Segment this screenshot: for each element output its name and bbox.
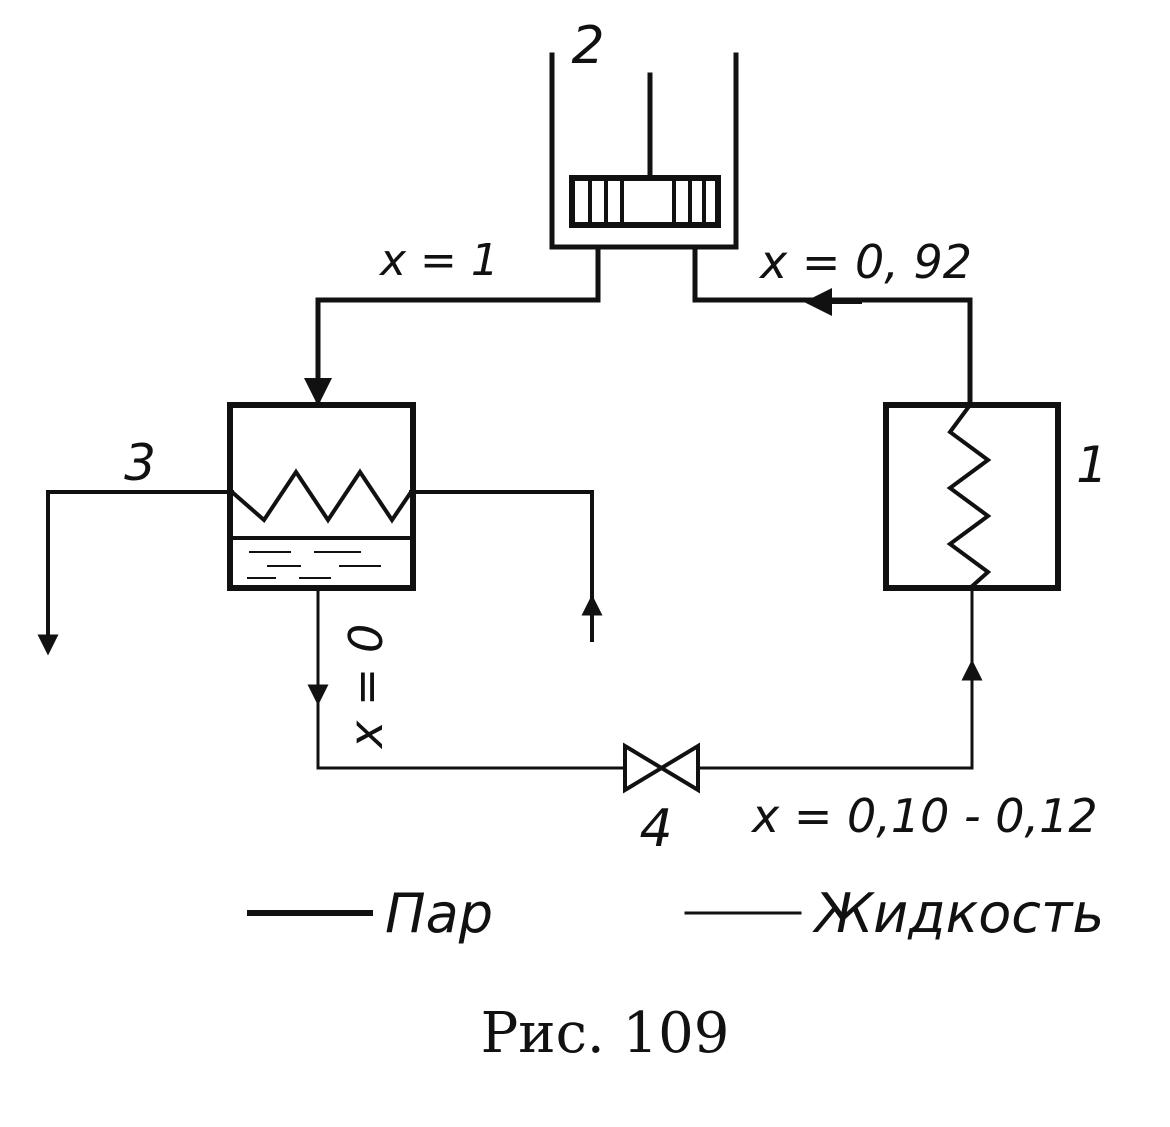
- condenser-vessel: [227, 402, 416, 591]
- cooling-water-inlet: [409, 490, 594, 642]
- condenser-number-label: 3: [124, 434, 156, 492]
- vapor-line-to-turbine: [692, 297, 973, 408]
- rotor-blades: [588, 180, 706, 223]
- boiler-coil: [946, 402, 992, 591]
- throttle-valve: [623, 742, 700, 794]
- quality-label-valve-out: x = 0,10 - 0,12: [750, 789, 1098, 843]
- boiler: [883, 402, 1061, 591]
- turbine-number-label: 2: [571, 16, 604, 76]
- turbine-cylinder: [549, 52, 739, 250]
- vapor-line-to-condenser: [315, 297, 601, 408]
- liquid-hatching: [247, 551, 381, 579]
- turbine: [549, 52, 739, 303]
- legend-vapor-label: Пар: [385, 882, 493, 945]
- condenser: [227, 402, 416, 591]
- quality-label-turbine-out: x = 1: [378, 235, 499, 286]
- liquid-line-condenser-to-valve: [316, 586, 627, 770]
- figure-caption: Рис. 109: [481, 1001, 730, 1066]
- turbine-rotor: [569, 175, 721, 228]
- condenser-coil: [229, 468, 414, 524]
- cooling-water-outlet: [46, 490, 234, 642]
- quality-label-condenser-out: x = 0: [339, 624, 393, 750]
- quality-label-turbine-in: x = 0, 92: [758, 235, 972, 289]
- legend-liquid-label: Жидкость: [812, 882, 1104, 945]
- boiler-number-label: 1: [1076, 436, 1108, 494]
- valve-number-label: 4: [639, 799, 672, 859]
- liquid-line-valve-to-boiler: [696, 586, 974, 770]
